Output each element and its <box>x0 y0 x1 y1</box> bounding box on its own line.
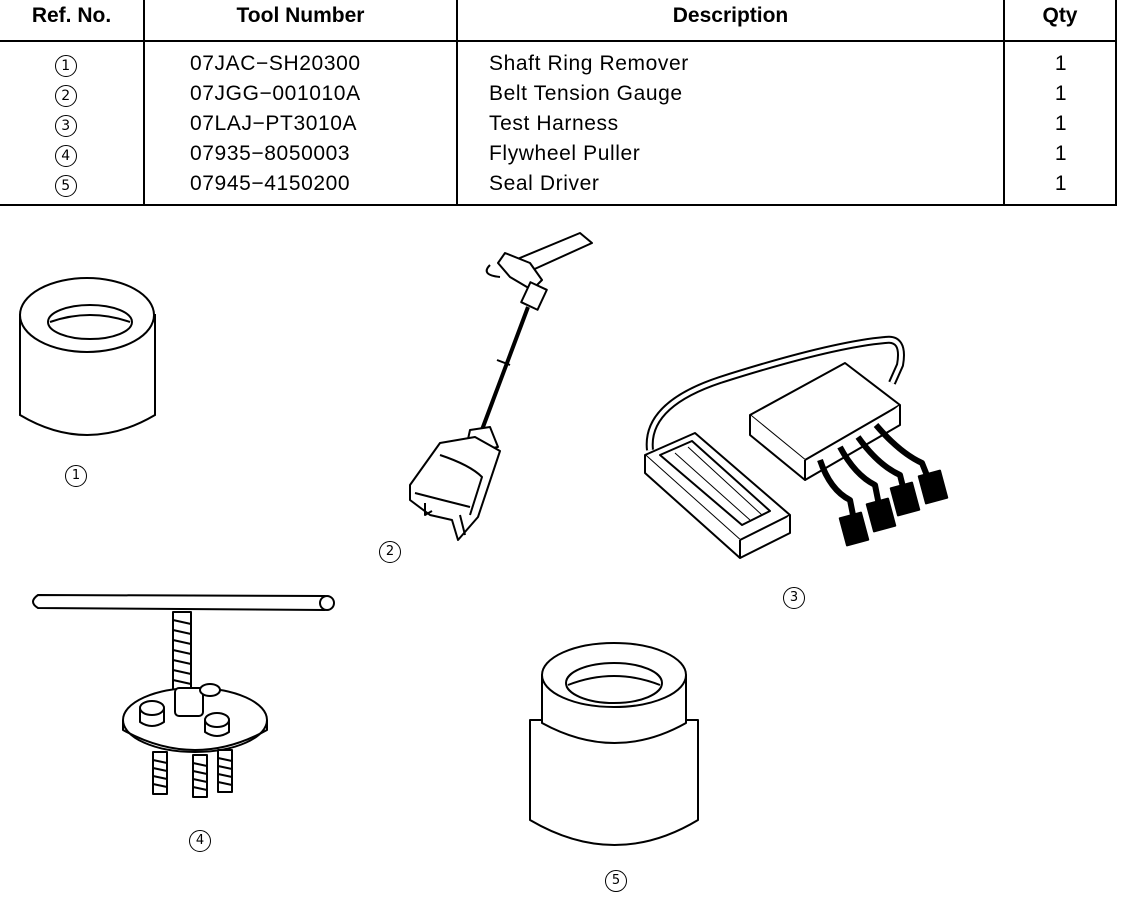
table-row-description: Belt Tension Gauge <box>489 82 683 105</box>
table-row-tool-number: 07935−8050003 <box>190 142 351 165</box>
table-row-qty: 1 <box>1054 172 1068 195</box>
figure-label-4: 4 <box>189 830 211 852</box>
column-divider <box>1115 0 1117 206</box>
table-row-ref: 3 <box>46 112 86 137</box>
special-tools-table: Ref. No. Tool Number Description Qty 1 0… <box>0 0 1117 206</box>
header-description: Description <box>672 4 789 27</box>
table-row-ref: 2 <box>46 82 86 107</box>
table-row-qty: 1 <box>1054 142 1068 165</box>
column-divider <box>143 0 145 206</box>
column-divider <box>1003 0 1005 206</box>
table-row-qty: 1 <box>1054 82 1068 105</box>
table-row-ref: 1 <box>46 52 86 77</box>
belt-tension-gauge-drawing <box>409 232 593 541</box>
table-row-ref: 4 <box>46 142 86 167</box>
table-row-tool-number: 07JGG−001010A <box>190 82 361 105</box>
figure-label-3: 3 <box>783 587 805 609</box>
test-harness-drawing <box>644 335 949 559</box>
table-row-description: Shaft Ring Remover <box>489 52 689 75</box>
table-row-ref: 5 <box>46 172 86 197</box>
seal-driver-drawing <box>529 642 699 846</box>
table-row-tool-number: 07LAJ−PT3010A <box>190 112 358 135</box>
table-row-tool-number: 07945−4150200 <box>190 172 351 195</box>
table-row-qty: 1 <box>1054 112 1068 135</box>
table-row-description: Flywheel Puller <box>489 142 641 165</box>
column-divider <box>456 0 458 206</box>
header-ref-no: Ref. No. <box>31 4 112 27</box>
table-row-description: Test Harness <box>489 112 619 135</box>
table-bottom-border <box>0 204 1117 206</box>
table-row-description: Seal Driver <box>489 172 600 195</box>
shaft-ring-remover-drawing <box>19 277 156 436</box>
header-tool-number: Tool Number <box>236 4 365 27</box>
flywheel-puller-drawing <box>32 594 335 798</box>
figure-label-2: 2 <box>379 541 401 563</box>
header-divider <box>0 40 1117 42</box>
figure-label-5: 5 <box>605 870 627 892</box>
figure-label-1: 1 <box>65 465 87 487</box>
table-row-tool-number: 07JAC−SH20300 <box>190 52 361 75</box>
table-row-qty: 1 <box>1054 52 1068 75</box>
header-qty: Qty <box>1042 4 1078 27</box>
